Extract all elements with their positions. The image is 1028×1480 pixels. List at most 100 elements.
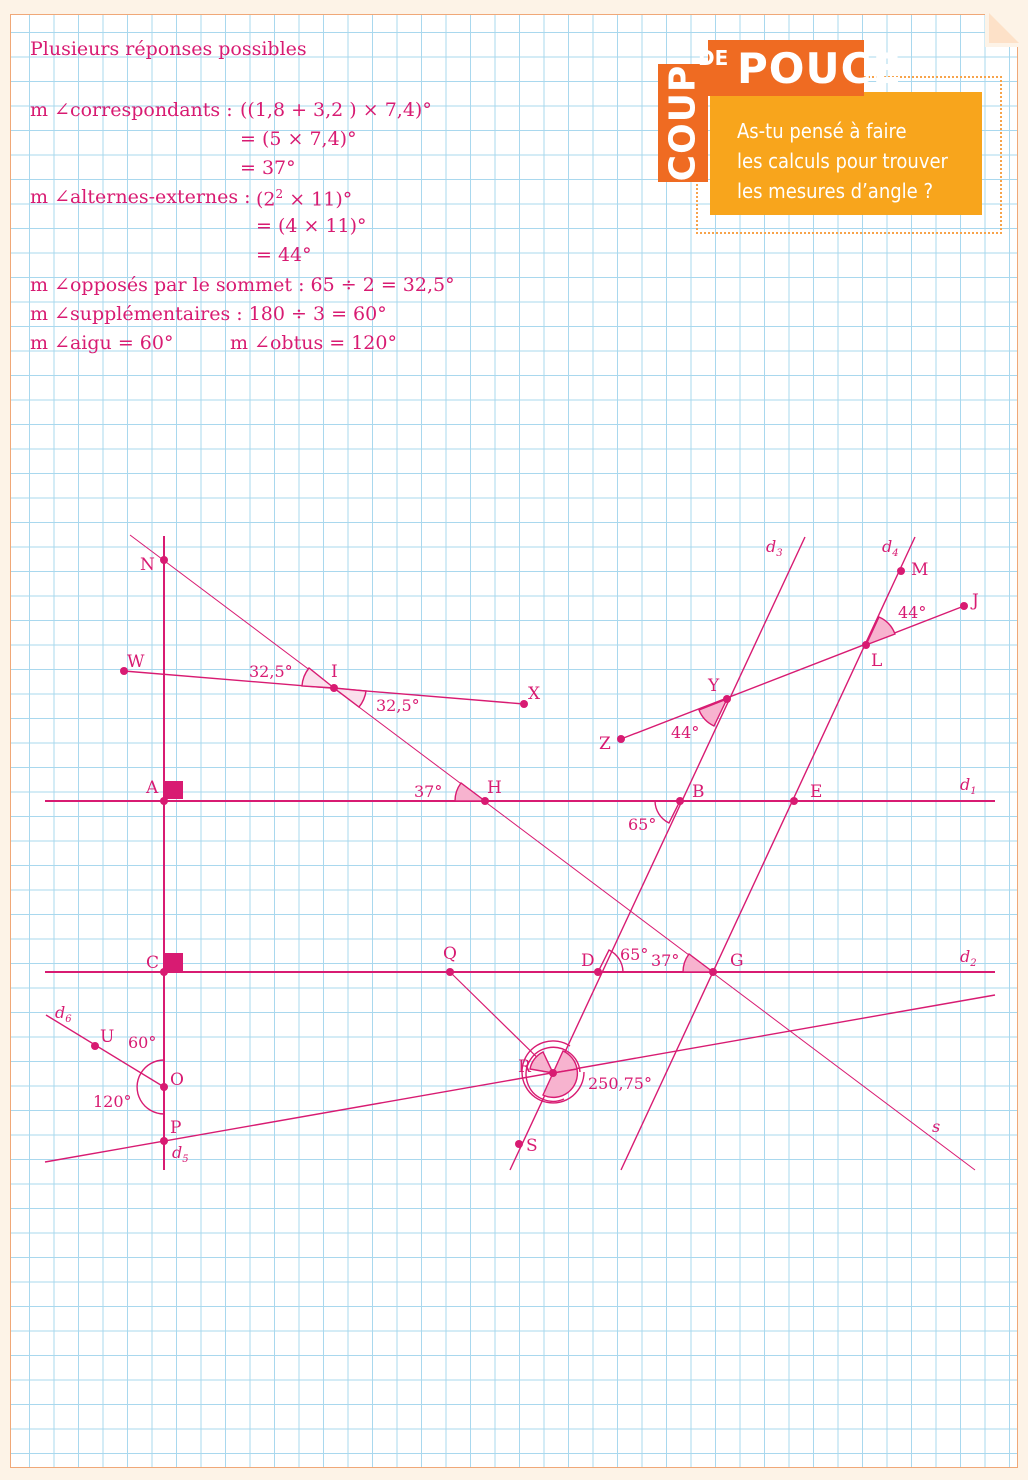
- right-angle-mark-A: [165, 781, 183, 799]
- angle-mark-R-outer: [525, 1046, 581, 1102]
- point-B: [676, 797, 684, 805]
- calc-correspondants-value: ((1,8 + 3,2 ) × 7,4)°: [240, 99, 432, 121]
- label-E: E: [810, 782, 822, 802]
- calc-alternes-a: (2: [256, 188, 276, 211]
- angle-label-O1: 60°: [128, 1033, 156, 1052]
- tip-line-2: les calculs pour trouver: [737, 149, 948, 173]
- angle-label-D: 65°: [620, 945, 648, 964]
- angle-mark-I1: [301, 667, 337, 689]
- calc-supplementaires: m ∠supplémentaires : 180 ÷ 3 = 60°: [30, 303, 387, 325]
- calc-obtus: m ∠obtus = 120°: [230, 332, 397, 354]
- label-L: L: [871, 651, 882, 671]
- angle-mark-I2: [331, 687, 367, 708]
- angle-label-Y: 44°: [671, 723, 699, 742]
- point-Y: [723, 695, 731, 703]
- label-Y: Y: [707, 676, 720, 696]
- tip-badge-coup: COUP: [658, 64, 708, 182]
- tip-badge-pouce: [708, 40, 864, 96]
- label-D: D: [581, 951, 595, 971]
- point-P: [160, 1137, 168, 1145]
- segment-QR: [449, 971, 554, 1074]
- point-J: [960, 602, 968, 610]
- angle-mark-R-wedge: [529, 1051, 555, 1074]
- angle-label-G: 37°: [651, 951, 679, 970]
- label-P: P: [170, 1118, 181, 1138]
- angle-mark-O2: [136, 1072, 165, 1115]
- calc-step-6: = 44°: [256, 244, 312, 266]
- point-A: [160, 797, 168, 805]
- point-S: [515, 1140, 523, 1148]
- angle-label-R: 250,75°: [588, 1074, 652, 1093]
- point-N: [160, 556, 168, 564]
- calc-alternes-b: × 11)°: [283, 188, 353, 211]
- angle-label-O2: 120°: [93, 1092, 132, 1111]
- point-U: [91, 1042, 99, 1050]
- label-W: W: [127, 652, 145, 672]
- angle-label-L: 44°: [898, 603, 926, 622]
- angle-mark-H: [454, 782, 488, 802]
- angle-mark-D: [596, 949, 624, 973]
- point-O: [160, 1083, 168, 1091]
- label-d5: d5: [172, 1143, 189, 1165]
- label-G: G: [730, 951, 744, 971]
- calc-aigu: m ∠aigu = 60°: [30, 332, 174, 354]
- segment-ZJ: [620, 605, 965, 740]
- label-U: U: [100, 1027, 114, 1047]
- answer-heading: Plusieurs réponses possibles: [30, 38, 307, 60]
- label-B: B: [692, 782, 705, 802]
- label-d2: d2: [960, 947, 977, 969]
- point-I: [330, 684, 338, 692]
- label-d3: d3: [766, 537, 783, 559]
- angle-label-H: 37°: [414, 782, 442, 801]
- calc-opposes: m ∠opposés par le sommet : 65 ÷ 2 = 32,5…: [30, 274, 455, 296]
- angle-mark-R-outer2: [521, 1040, 585, 1104]
- point-M: [897, 567, 905, 575]
- angle-label-I1: 32,5°: [249, 662, 293, 681]
- label-S: S: [526, 1136, 538, 1156]
- tip-de-text: DE: [698, 46, 729, 70]
- angle-mark-B: [654, 800, 682, 824]
- calc-alternes-value: (22 × 11)°: [256, 188, 352, 209]
- point-W: [120, 667, 128, 675]
- point-H: [481, 797, 489, 805]
- label-s: s: [932, 1117, 940, 1136]
- point-E: [790, 797, 798, 805]
- label-I: I: [331, 662, 338, 682]
- point-R: [549, 1069, 557, 1077]
- line-d5: [44, 994, 996, 1163]
- label-A: A: [145, 778, 159, 798]
- angle-label-I2: 32,5°: [376, 696, 420, 715]
- label-R: R: [518, 1057, 532, 1077]
- angle-mark-L: [864, 616, 896, 647]
- angle-mark-Y: [698, 697, 729, 727]
- calc-step-3: = 37°: [240, 157, 296, 179]
- tip-text: As-tu pensé à faire les calculs pour tro…: [737, 116, 948, 206]
- label-Z: Z: [599, 734, 611, 754]
- calc-step-2: = (5 × 7,4)°: [240, 128, 357, 150]
- label-d6: d6: [55, 1003, 72, 1025]
- point-Q: [446, 968, 454, 976]
- line-s: [129, 534, 976, 1171]
- line-d4: [620, 536, 916, 1171]
- point-D: [594, 968, 602, 976]
- label-H: H: [487, 778, 502, 798]
- tip-line-3: les mesures d’angle ?: [737, 179, 933, 203]
- label-O: O: [170, 1070, 184, 1090]
- calc-alternes-exponent: 2: [275, 187, 284, 201]
- calc-step-5: = (4 × 11)°: [256, 215, 367, 237]
- label-J: J: [970, 591, 979, 611]
- page-corner-fold: [985, 13, 1019, 47]
- label-N: N: [140, 555, 155, 575]
- right-angle-mark-C: [165, 953, 183, 971]
- label-X: X: [528, 684, 541, 704]
- point-C: [160, 968, 168, 976]
- label-d1: d1: [960, 775, 977, 797]
- tip-box: [710, 92, 982, 215]
- tip-line-1: As-tu pensé à faire: [737, 119, 907, 143]
- tip-pouce-text: POUCE: [737, 44, 903, 93]
- label-d4: d4: [882, 537, 899, 559]
- point-G: [709, 968, 717, 976]
- angle-mark-O1: [140, 1059, 165, 1087]
